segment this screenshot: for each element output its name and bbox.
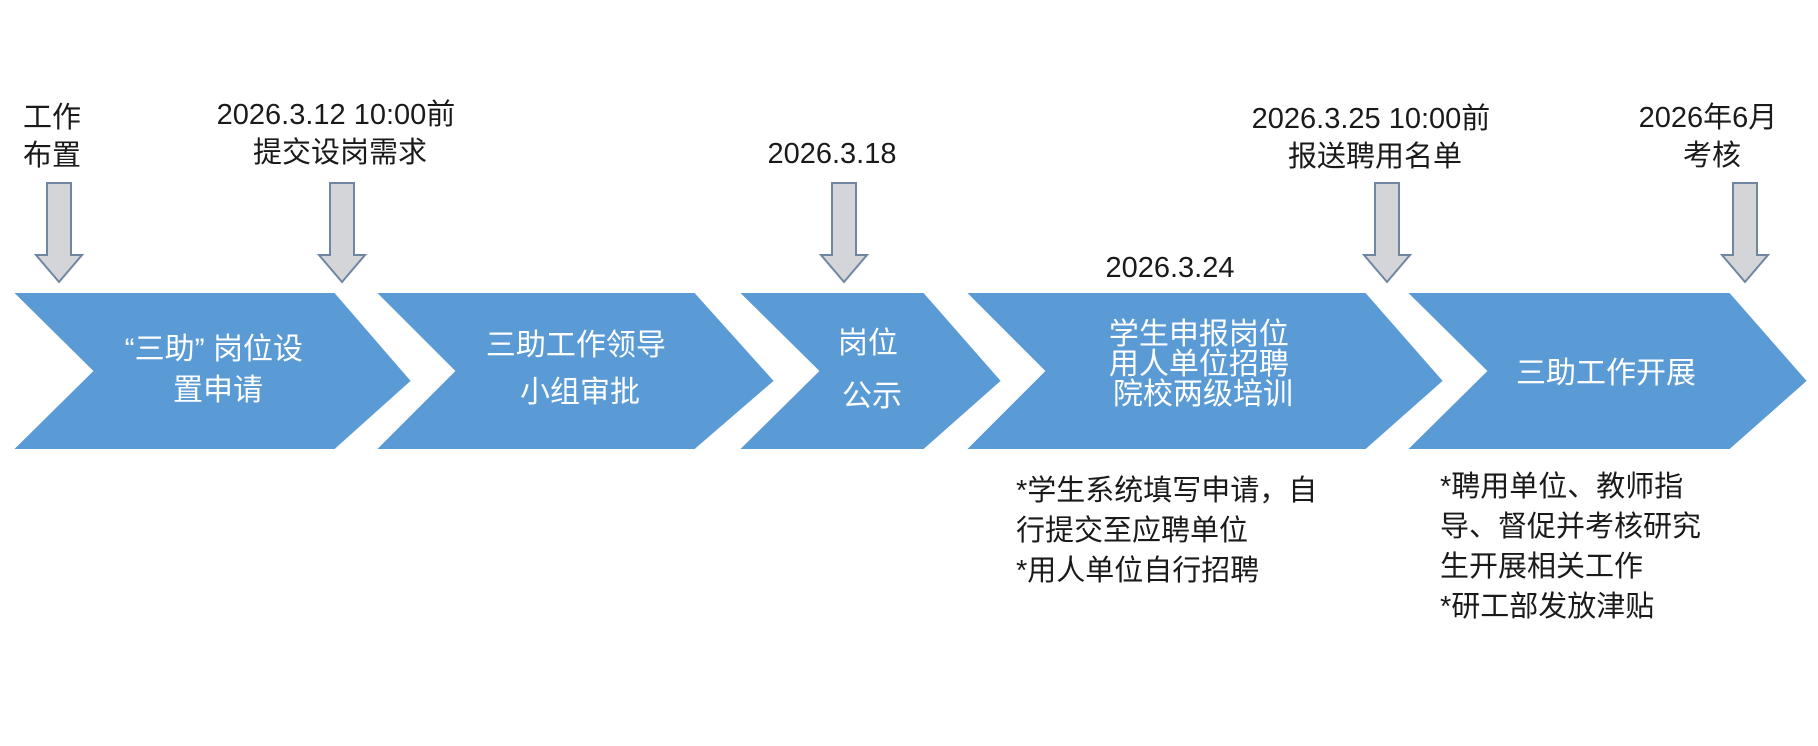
step-4-chevron [962,291,1446,451]
step-5-label: 三助工作开展 [1516,357,1696,390]
step-2-label: 三助工作领导 小组审批 [486,329,674,409]
step-4-notes: *学生系统填写申请，自 行提交至应聘单位 *用人单位自行招聘 [1016,474,1325,587]
step-3-label: 岗位 公示 [838,327,906,413]
step-4-label: 学生申报岗位 用人单位招聘 院校两级培训 [1109,318,1297,411]
down-arrow-icon [1719,182,1771,284]
step-3-chevron [735,291,1004,451]
milestone-2-label: 2026.3.12 10:00前 提交设岗需求 [217,98,464,169]
process-steps [9,291,1810,451]
milestone-3-label: 2026.3.18 [767,138,896,170]
milestone-arrows [33,182,1771,284]
step-5-notes: *聘用单位、教师指 导、督促并考核研究 生开展相关工作 *研工部发放津贴 [1440,470,1709,623]
step-1-chevron [9,291,414,451]
down-arrow-icon [33,182,85,284]
step-2-chevron [372,291,777,451]
down-arrow-icon [818,182,870,284]
milestone-labels: 工作 布置 2026.3.12 10:00前 提交设岗需求 2026.3.18 … [23,98,1786,173]
milestone-4-label: 2026.3.25 10:00前 报送聘用名单 [1252,102,1499,173]
step-5-chevron [1403,291,1810,451]
notes: *学生系统填写申请，自 行提交至应聘单位 *用人单位自行招聘 *聘用单位、教师指… [1016,470,1709,623]
step-4-date-label: 2026.3.24 [1105,252,1234,284]
down-arrow-icon [1361,182,1413,284]
step-1-label: “三助” 岗位设 置申请 [125,333,312,407]
milestone-1-label: 工作 布置 [23,101,89,172]
down-arrow-icon [316,182,368,284]
milestone-5-label: 2026年6月 考核 [1639,101,1786,172]
step-labels: “三助” 岗位设 置申请 三助工作领导 小组审批 岗位 公示 学生申报岗位 用人… [125,318,1696,413]
